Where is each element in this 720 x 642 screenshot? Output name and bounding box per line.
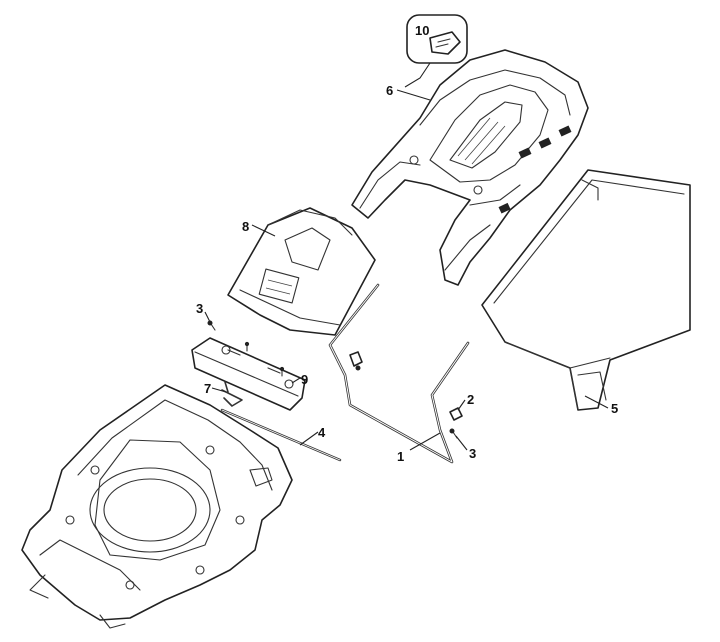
callout-3-upper: 3 [196, 301, 203, 316]
callout-2: 2 [467, 392, 474, 407]
callout-8: 8 [242, 219, 249, 234]
callout-4: 4 [318, 425, 326, 440]
hinge-bar [191, 337, 306, 411]
rear-flap [227, 207, 376, 336]
callout-5: 5 [611, 401, 618, 416]
clip-part [406, 14, 468, 64]
handle-frame [328, 283, 470, 464]
callout-1: 1 [397, 449, 404, 464]
callout-9: 9 [301, 372, 308, 387]
spring [221, 381, 243, 407]
callout-3-lower: 3 [469, 446, 476, 461]
handle-knob [449, 407, 463, 421]
leader-lines [204, 62, 609, 451]
grass-bag [481, 169, 691, 411]
rod [220, 408, 342, 462]
callout-10: 10 [415, 23, 429, 38]
callout-7: 7 [204, 381, 211, 396]
upper-body-cover [351, 49, 589, 286]
screw-upper [207, 320, 216, 331]
mower-deck [21, 384, 293, 629]
callout-labels: 1 2 3 3 4 5 6 7 8 9 10 [196, 23, 618, 464]
callout-6: 6 [386, 83, 393, 98]
